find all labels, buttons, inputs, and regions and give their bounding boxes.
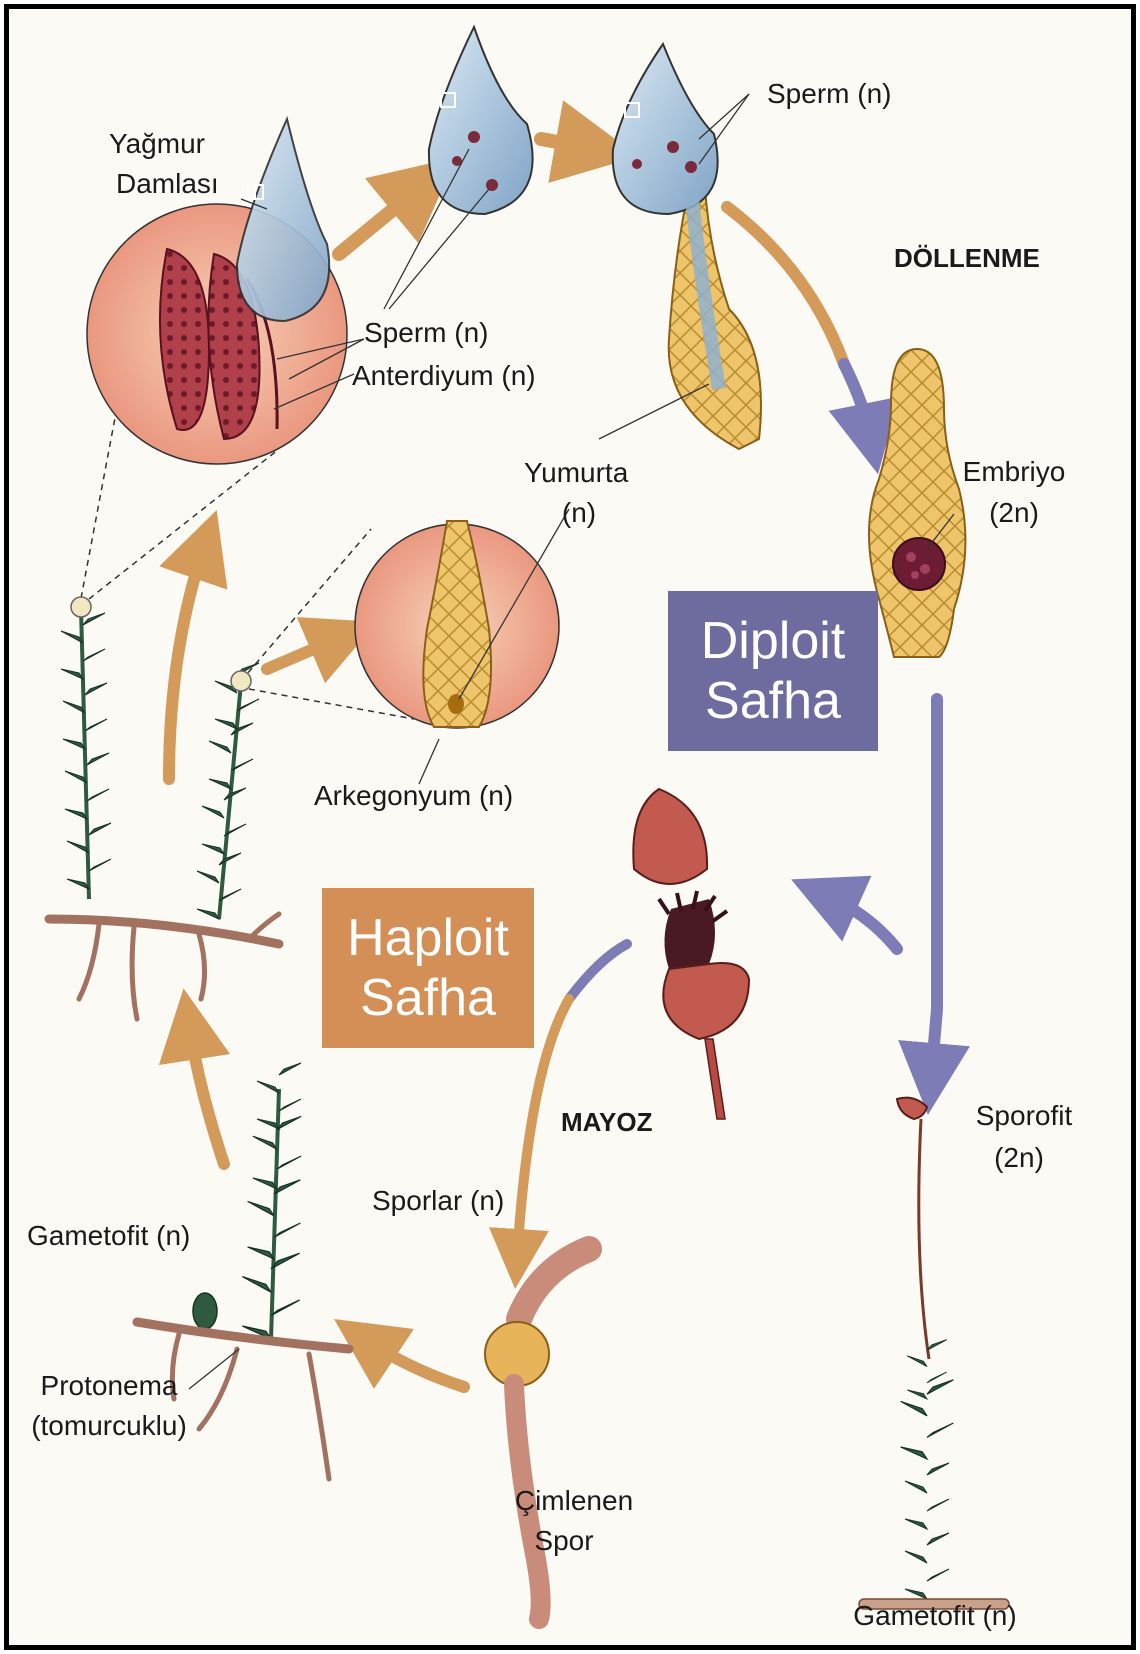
haploit-line-2: Safha: [360, 968, 496, 1028]
label-sporlar: Sporlar (n): [372, 1184, 504, 1218]
haploit-line-1: Haploit: [347, 908, 509, 968]
label-cimlenen: Çimlenen: [514, 1484, 634, 1518]
label-gametofit-left: Gametofit (n): [27, 1219, 190, 1253]
raindrop-icon: [237, 119, 329, 321]
label-sporofit: Sporofit: [959, 1099, 1089, 1133]
capsule-icon: [633, 789, 749, 1119]
embryo-icon: [869, 349, 965, 657]
archegonium-zoom-icon: [355, 521, 559, 728]
label-sperm-left: Sperm (n): [364, 316, 488, 350]
haploit-phase-box: Haploit Safha: [322, 888, 534, 1048]
label-tomurcuklu: (tomurcuklu): [14, 1409, 204, 1443]
diploit-line-1: Diploit: [701, 611, 846, 671]
label-sperm-top: Sperm (n): [767, 77, 891, 111]
raindrop-sperm-icon: [429, 27, 533, 214]
label-damlasi: Damlası: [116, 167, 219, 201]
label-yagmur: Yağmur: [109, 127, 205, 161]
diploit-line-2: Safha: [705, 671, 841, 731]
spore-icon: [485, 1249, 589, 1619]
label-embriyo: Embriyo: [954, 455, 1074, 489]
label-arkegonyum: Arkegonyum (n): [314, 779, 513, 813]
label-yumurta-n: (n): [549, 496, 609, 530]
moss-gametophyte-icon: [49, 597, 279, 1019]
label-spor: Spor: [524, 1524, 604, 1558]
moss-life-cycle-diagram: Yağmur Damlası Sperm (n) Anterdiyum (n) …: [4, 4, 1136, 1650]
diploit-phase-box: Diploit Safha: [668, 591, 878, 751]
fertilization-archegonium-icon: [613, 44, 761, 449]
label-anterdiyum: Anterdiyum (n): [352, 359, 536, 393]
label-protonema: Protonema: [14, 1369, 204, 1403]
label-yumurta: Yumurta: [524, 456, 624, 490]
label-mayoz: MAYOZ: [561, 1105, 653, 1139]
label-sporofit-2n: (2n): [984, 1141, 1054, 1175]
label-gametofit-bottom: Gametofit (n): [835, 1599, 1035, 1633]
label-dollenme: DÖLLENME: [894, 241, 1040, 275]
label-embriyo-2n: (2n): [979, 496, 1049, 530]
